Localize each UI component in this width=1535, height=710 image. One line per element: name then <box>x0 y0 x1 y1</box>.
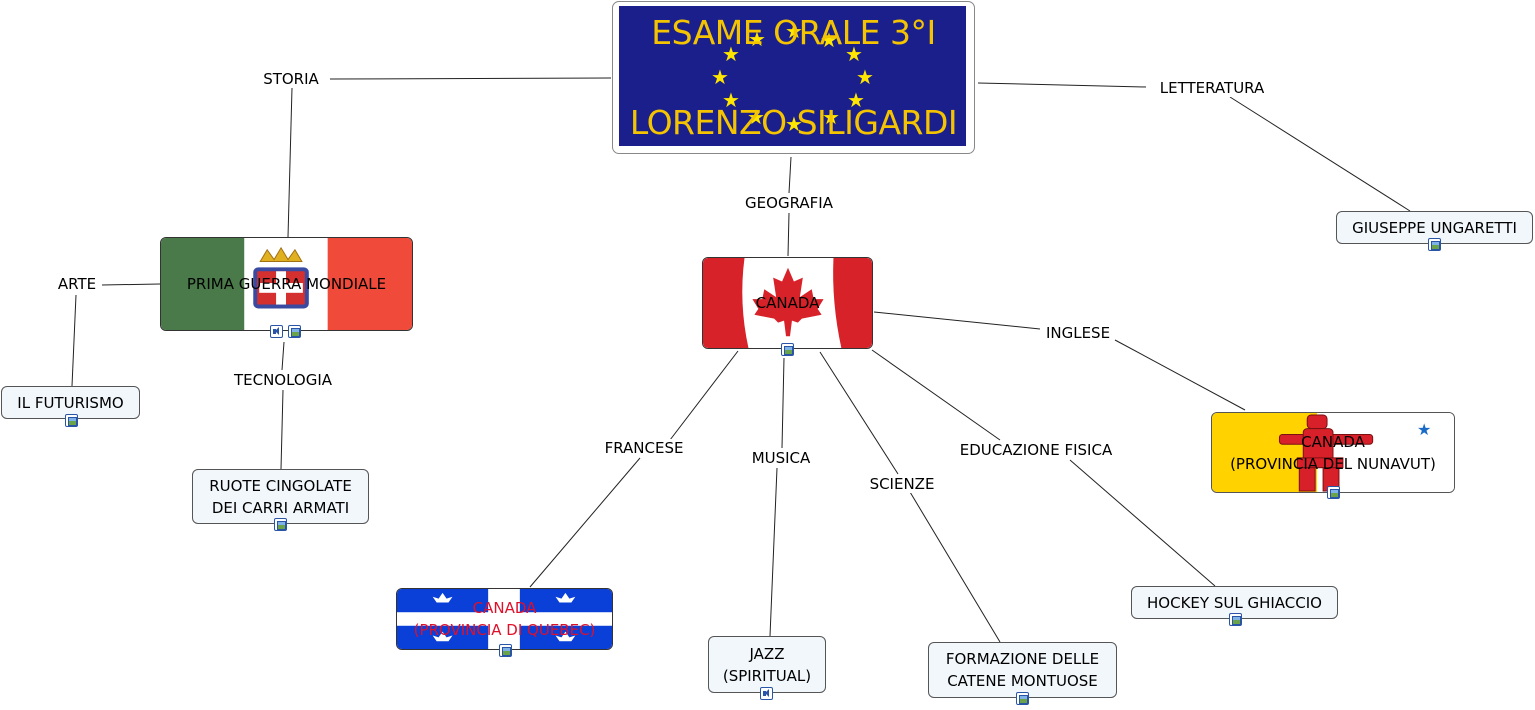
image-resource-icon[interactable] <box>288 325 301 338</box>
title-line-2: LORENZO SILIGARDI <box>629 103 958 142</box>
star-icon: ★ <box>722 42 740 66</box>
star-icon: ★ <box>785 19 803 43</box>
concept-label: FORMAZIONE DELLE CATENE MONTUOSE <box>945 650 1100 690</box>
link-label-educazione-fisica[interactable]: EDUCAZIONE FISICA <box>957 441 1115 459</box>
star-icon: ★ <box>847 88 865 112</box>
image-resource-icon[interactable] <box>65 414 78 427</box>
star-icon: ★ <box>822 105 840 129</box>
concept-hockey-sul-ghiaccio[interactable]: HOCKEY SUL GHIACCIO <box>1131 586 1338 626</box>
concept-label: RUOTE CINGOLATE DEI CARRI ARMATI <box>209 476 352 517</box>
concept-prima-guerra-mondiale[interactable]: PRIMA GUERRA MONDIALE <box>160 237 413 338</box>
link-label-francese[interactable]: FRANCESE <box>602 439 686 457</box>
concept-label: CANADA (PROVINCIA DEL NUNAVUT) <box>1230 432 1436 473</box>
concept-label: CANADA (PROVINCIA DI QUEBEC) <box>413 599 596 639</box>
image-resource-icon[interactable] <box>499 644 512 657</box>
concept-ruote-cingolate[interactable]: RUOTE CINGOLATE DEI CARRI ARMATI <box>192 469 369 531</box>
star-icon: ★ <box>785 112 803 136</box>
star-icon: ★ <box>748 27 766 51</box>
star-icon: ★ <box>747 105 765 129</box>
italian-flag-image <box>161 238 412 330</box>
link-label-geografia[interactable]: GEOGRAFIA <box>743 194 835 212</box>
title-line-1: ESAME ORALE 3°I <box>651 13 936 52</box>
concept-label: PRIMA GUERRA MONDIALE <box>186 275 387 293</box>
link-label-scienze[interactable]: SCIENZE <box>867 475 937 493</box>
image-resource-icon[interactable] <box>1229 613 1242 626</box>
image-resource-icon[interactable] <box>781 343 794 356</box>
star-icon: ★ <box>722 88 740 112</box>
audio-resource-icon[interactable] <box>760 687 773 700</box>
star-icon: ★ <box>856 65 874 89</box>
concept-il-futurismo[interactable]: IL FUTURISMO <box>1 386 140 427</box>
concept-jazz[interactable]: JAZZ (SPIRITUAL) <box>708 636 826 700</box>
blue-star-icon: ★ <box>1417 420 1432 439</box>
concept-formazione-catene-montuose[interactable]: FORMAZIONE DELLE CATENE MONTUOSE <box>928 642 1117 705</box>
concept-label: IL FUTURISMO <box>17 393 124 412</box>
nunavut-flag-image <box>1212 413 1454 492</box>
star-icon: ★ <box>845 42 863 66</box>
central-title-node[interactable]: ★ ★ ★ ★ ★ ★ ★ ★ ★ ★ ★ ★ ESAME ORALE 3°I … <box>612 1 975 154</box>
concept-canada-nunavut[interactable]: ★ CANADA (PROVINCIA DEL NUNAVUT) <box>1211 412 1455 499</box>
link-label-arte[interactable]: ARTE <box>55 275 99 293</box>
link-label-musica[interactable]: MUSICA <box>749 449 813 467</box>
concept-canada-quebec[interactable]: CANADA (PROVINCIA DI QUEBEC) <box>396 588 613 657</box>
concept-label: CANADA <box>755 294 820 312</box>
central-title-text: ESAME ORALE 3°I LORENZO SILIGARDI <box>629 0 958 190</box>
concept-canada[interactable]: CANADA <box>702 257 873 356</box>
star-icon: ★ <box>711 65 729 89</box>
star-icon: ★ <box>820 28 838 52</box>
link-label-storia[interactable]: STORIA <box>261 70 321 88</box>
concept-label: JAZZ (SPIRITUAL) <box>722 644 812 685</box>
concept-label: GIUSEPPE UNGARETTI <box>1352 218 1517 237</box>
link-label-letteratura[interactable]: LETTERATURA <box>1157 79 1267 97</box>
audio-resource-icon[interactable] <box>270 325 283 338</box>
canada-flag-image <box>703 258 872 348</box>
link-label-tecnologia[interactable]: TECNOLOGIA <box>231 371 335 389</box>
concept-giuseppe-ungaretti[interactable]: GIUSEPPE UNGARETTI <box>1336 211 1533 251</box>
quebec-flag-image <box>397 589 612 649</box>
image-resource-icon[interactable] <box>1016 692 1029 705</box>
image-resource-icon[interactable] <box>1327 486 1340 499</box>
link-label-inglese[interactable]: INGLESE <box>1043 324 1113 342</box>
image-resource-icon[interactable] <box>274 518 287 531</box>
concept-label: HOCKEY SUL GHIACCIO <box>1147 593 1322 612</box>
image-resource-icon[interactable] <box>1428 238 1441 251</box>
eu-flag-background <box>619 6 966 146</box>
